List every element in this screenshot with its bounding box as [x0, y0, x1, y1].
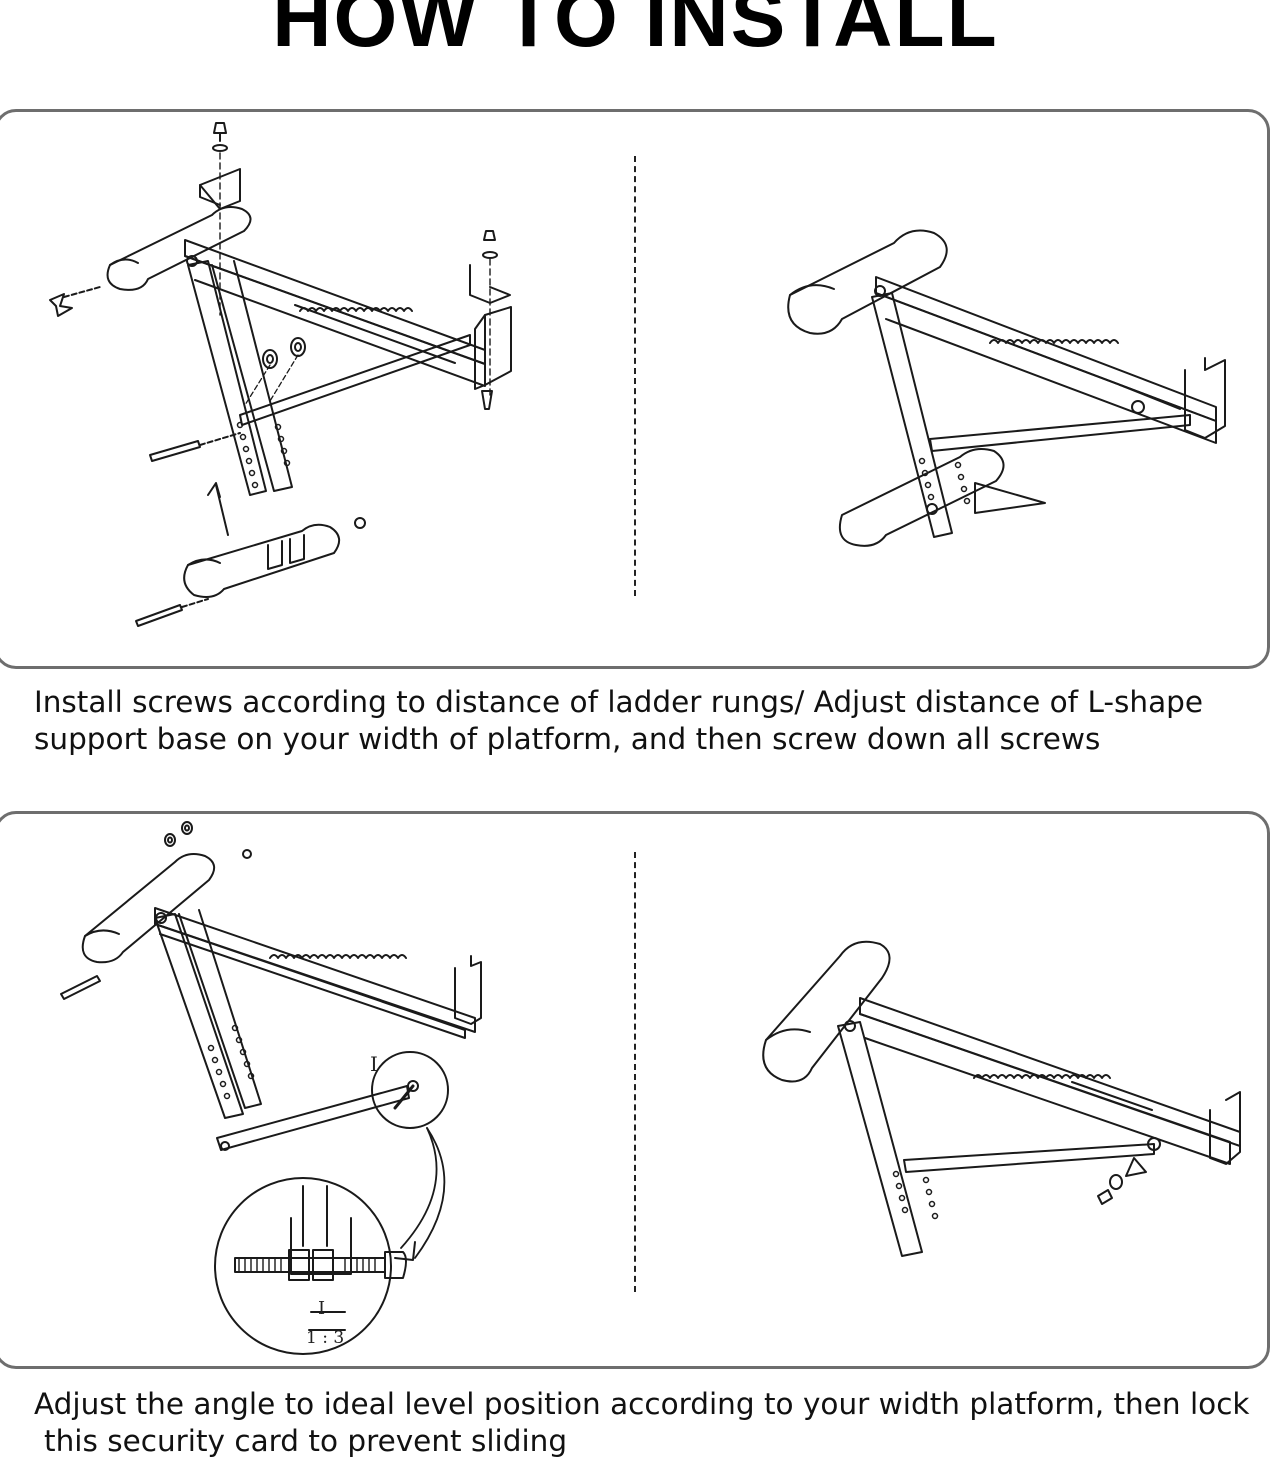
step1-caption-line1: Install screws according to distance of … — [34, 685, 1204, 719]
detail-scale-label: 1 : 3 — [306, 1328, 345, 1348]
step2-locked-bracket-drawing — [760, 940, 1250, 1260]
detail-view-label: I — [318, 1298, 326, 1319]
step1-assembled-bracket-drawing — [780, 225, 1240, 555]
step2-caption-line1: Adjust the angle to ideal level position… — [34, 1387, 1250, 1421]
detail-marker-label: I — [370, 1052, 378, 1076]
step1-dashed-divider — [634, 156, 636, 596]
step2-caption-line2: this security card to prevent sliding — [44, 1424, 568, 1458]
step2-dashed-divider — [634, 852, 636, 1292]
page-title: HOW TO INSTALL — [272, 0, 999, 64]
step1-caption: Install screws according to distance of … — [34, 684, 1271, 758]
step2-angle-adjust-drawing — [55, 818, 495, 1358]
step1-caption-line2: support base on your width of platform, … — [34, 722, 1101, 756]
step2-caption: Adjust the angle to ideal level position… — [34, 1386, 1271, 1460]
step1-exploded-bracket-drawing — [40, 115, 540, 635]
